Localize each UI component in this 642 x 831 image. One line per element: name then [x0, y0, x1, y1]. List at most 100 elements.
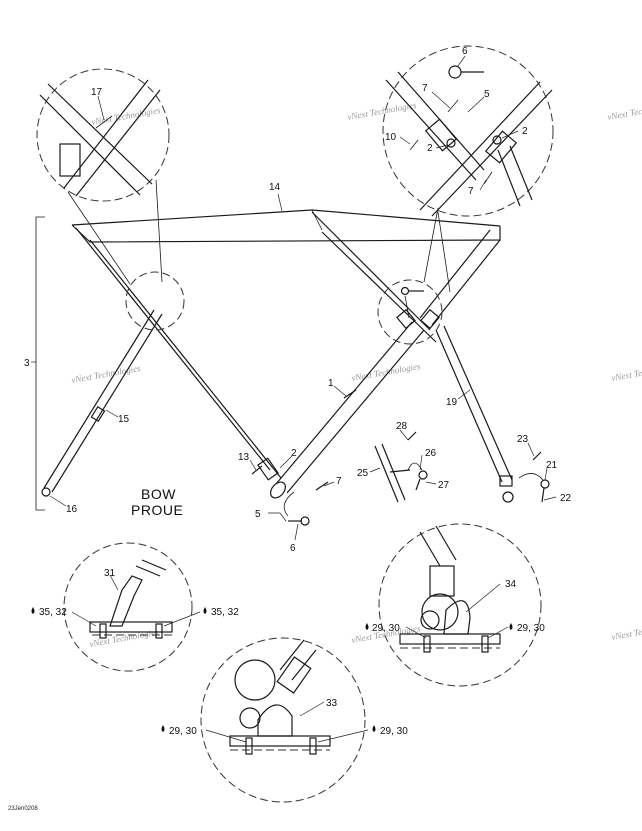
drop-icon — [372, 725, 376, 732]
callout-2c: 2 — [291, 448, 297, 459]
drop-icon — [365, 623, 369, 630]
front-screw-13 — [251, 465, 263, 475]
detail-tr-joint-left — [424, 118, 458, 152]
callout-15: 15 — [118, 414, 130, 425]
detail-tl-leader-b — [155, 179, 163, 283]
watermark-6: vNext Technologies — [611, 361, 642, 383]
leader-31 — [109, 574, 119, 591]
detail-tl-tube-b — [47, 83, 153, 185]
callout-16: 16 — [66, 504, 78, 515]
left-strap-a — [43, 309, 155, 489]
detail-tr-screw-7b — [483, 171, 493, 185]
main-frame — [35, 209, 514, 511]
pin-21-shaft — [541, 487, 545, 503]
leader-5a — [467, 96, 485, 113]
detail-tr-leader-b — [437, 211, 451, 293]
detail-tr-leader-a — [423, 207, 439, 283]
leader-13 — [249, 459, 257, 471]
detail-tr-washer-left — [446, 138, 456, 148]
callout-34: 34 — [505, 579, 517, 590]
callout-2a: 2 — [427, 143, 433, 154]
bow-direction-label: BOW PROUE — [131, 486, 183, 518]
leader-26 — [419, 454, 423, 471]
leader-1 — [333, 385, 347, 397]
callout-2930c: 29, 30 — [372, 623, 400, 634]
callout-17: 17 — [91, 87, 103, 98]
detail-br-bolt-right — [481, 635, 489, 653]
callout-19: 19 — [446, 397, 458, 408]
leader-7b — [479, 179, 487, 191]
detail-br-bolt-left — [423, 635, 431, 653]
detail-br-tube-a — [419, 531, 441, 567]
watermark-5: vNext Technologies — [351, 361, 422, 383]
pin-26-shaft — [415, 478, 421, 491]
leader-2930d — [487, 626, 509, 639]
callout-21: 21 — [546, 460, 558, 471]
rear-pin-lanyard — [404, 295, 410, 319]
detail-tr-source — [377, 279, 443, 345]
canopy-bottom-edge — [71, 224, 501, 243]
detail-tr-washer-right — [492, 135, 502, 145]
detail-tl-screw — [95, 115, 113, 129]
detail-bc-tube-a — [279, 639, 305, 671]
leader-15 — [105, 409, 119, 418]
drop-icon — [161, 725, 165, 732]
drop-icon — [31, 607, 35, 614]
detail-bc-mount — [257, 704, 293, 737]
callout-22: 22 — [560, 493, 572, 504]
screw-23 — [532, 451, 542, 461]
detail-bottom-left — [63, 542, 193, 672]
rear-bow-tube-a — [311, 211, 431, 331]
detail-top-left-border — [36, 68, 170, 202]
right-bow-tube-b — [431, 239, 501, 326]
detail-tr-joint-right — [484, 130, 518, 164]
callout-28: 28 — [396, 421, 408, 432]
drop-icon — [509, 623, 513, 630]
leader-2b — [501, 130, 519, 139]
callout-2930b: 29, 30 — [380, 726, 408, 737]
detail-br-tube-b — [435, 525, 457, 561]
small-parts — [251, 286, 550, 526]
leader-23 — [527, 442, 535, 457]
detail-bc-bolt-left — [245, 737, 253, 755]
callout-33: 33 — [326, 698, 338, 709]
front-bow-tube-a — [75, 227, 271, 471]
front-end-cap — [270, 481, 286, 499]
detail-top-right — [377, 45, 554, 345]
detail-bc-tube-b — [291, 649, 317, 681]
detail-tl-leader-a — [67, 191, 131, 285]
leader-19 — [457, 389, 471, 400]
front-pin-lanyard — [283, 491, 295, 517]
callout-6a: 6 — [462, 46, 468, 57]
pin-26-lanyard — [407, 462, 423, 471]
detail-tl-bracket — [59, 143, 81, 177]
callout-10: 10 — [385, 132, 397, 143]
leader-2930a — [205, 729, 247, 743]
left-strap-buckle — [90, 405, 106, 423]
callout-1: 1 — [328, 378, 334, 389]
right-strap-buckle — [499, 475, 513, 487]
watermark-4: vNext Technologies — [71, 363, 142, 385]
callout-3532b: 35, 32 — [211, 607, 239, 618]
leader-14 — [277, 193, 283, 212]
callout-26: 26 — [425, 448, 437, 459]
detail-br-base — [399, 633, 501, 645]
callout-14: 14 — [269, 182, 281, 193]
leader-21 — [544, 467, 548, 481]
detail-tr-tube-c — [419, 81, 541, 211]
detail-br-sleeve — [429, 565, 455, 597]
t-handle-bar-a — [374, 445, 399, 503]
leader-27 — [425, 481, 437, 485]
pin-21-lanyard — [518, 473, 544, 481]
detail-tr-tube-e — [497, 149, 521, 207]
leader-17 — [97, 95, 105, 121]
detail-tr-tube-a — [385, 79, 477, 181]
callout-6b: 6 — [290, 543, 296, 554]
leader-34 — [465, 583, 501, 613]
detail-tl-tube-a — [39, 94, 141, 196]
leader-28 — [399, 429, 409, 441]
leader-25 — [369, 467, 381, 473]
detail-bc-bolt-right — [309, 737, 317, 755]
leader-16 — [49, 495, 67, 507]
callout-27: 27 — [438, 480, 450, 491]
